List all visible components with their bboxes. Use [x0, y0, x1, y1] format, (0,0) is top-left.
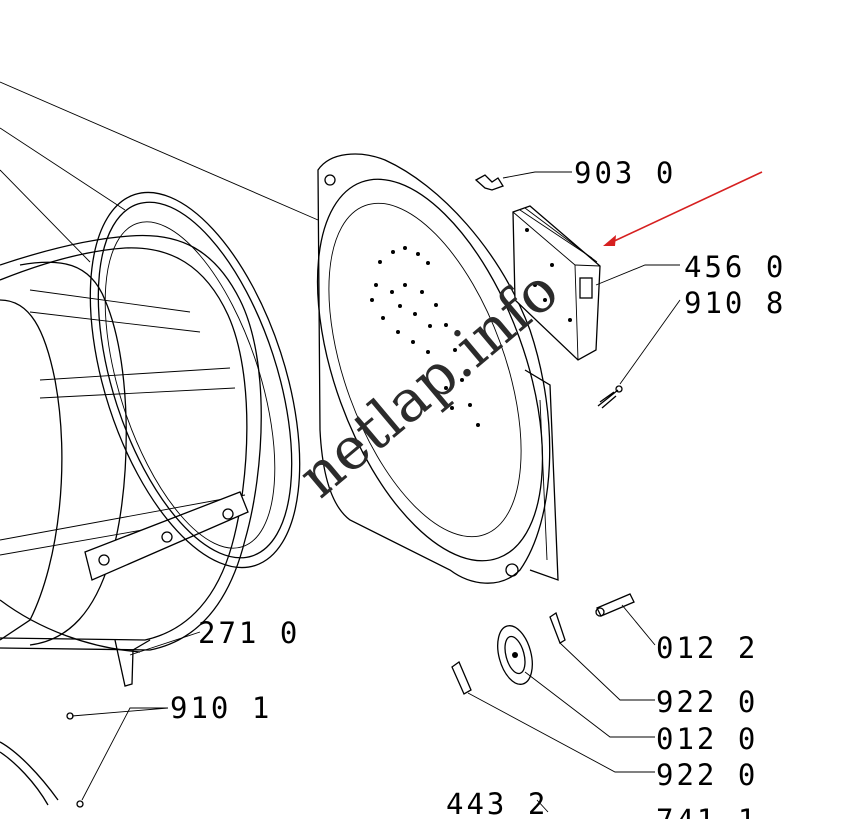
label-012-0: 012 0 — [656, 722, 758, 756]
vent-dots — [370, 246, 480, 427]
roller-wheel — [497, 625, 533, 685]
label-922-0-lower: 922 0 — [656, 758, 758, 792]
screw-910-b — [76, 800, 84, 808]
belt — [0, 741, 59, 806]
watermark: netlap.info — [285, 256, 571, 511]
rear-plate — [316, 153, 559, 584]
clip-922-lower — [451, 661, 472, 695]
clip-922-upper — [549, 611, 566, 644]
electronic-module — [512, 205, 601, 361]
label-456-0: 456 0 — [684, 250, 786, 284]
label-910-1: 910 1 — [170, 691, 272, 725]
leader-lines — [0, 81, 681, 813]
screw-part — [597, 385, 623, 409]
label-271-0: 271 0 — [198, 616, 300, 650]
drum-seal — [89, 191, 301, 569]
label-910-8: 910 8 — [684, 286, 786, 320]
drum — [0, 234, 262, 687]
red-arrow — [603, 171, 763, 246]
clip-part — [474, 174, 504, 191]
label-922-0-upper: 922 0 — [656, 685, 758, 719]
label-012-2: 012 2 — [656, 631, 758, 665]
label-443-2: 443 2 — [446, 787, 548, 819]
label-903-0: 903 0 — [574, 156, 676, 190]
label-741-1: 741 1 — [656, 803, 758, 819]
pin-part — [595, 593, 635, 617]
